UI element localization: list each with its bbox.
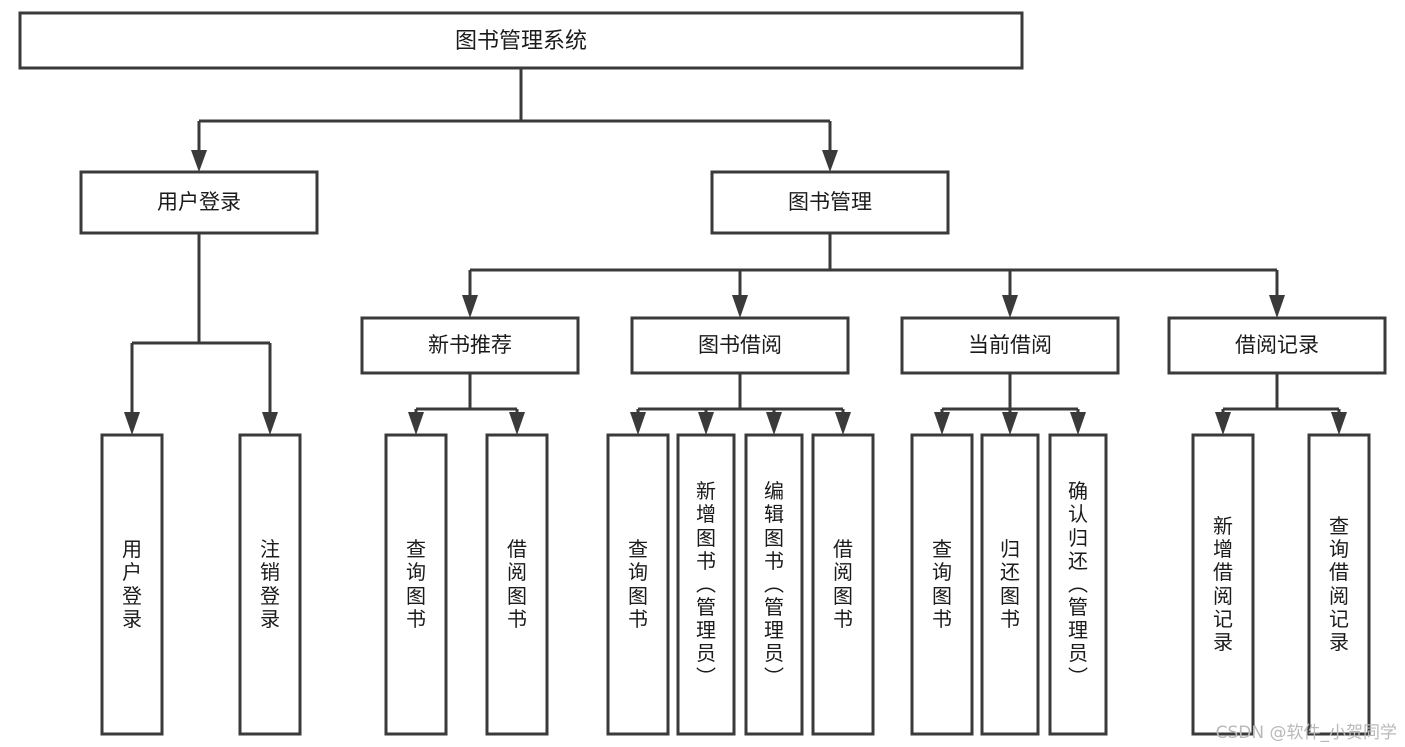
arrowhead-book-manage	[822, 150, 838, 172]
node-leaf-query-book-2-box[interactable]	[606, 433, 670, 736]
node-book-manage[interactable]: 图书管理	[710, 170, 950, 235]
leaf-box-layer	[100, 433, 1371, 736]
arrowhead-leaf-query-book-2	[630, 412, 646, 435]
arrowhead-leaf-edit-book	[766, 412, 782, 435]
node-leaf-user-login-box[interactable]	[100, 433, 164, 736]
node-book-borrow[interactable]: 图书借阅	[630, 316, 850, 375]
arrowhead-leaf-return-book	[1002, 412, 1018, 435]
arrowhead-leaf-add-book	[698, 412, 714, 435]
node-leaf-add-record-box[interactable]	[1191, 433, 1255, 736]
node-current-borrow-box[interactable]	[900, 316, 1120, 375]
node-root-label: 图书管理系统	[455, 29, 587, 54]
node-current-borrow-label: 当前借阅	[968, 333, 1052, 357]
arrowhead-leaf-query-record	[1331, 412, 1347, 435]
node-leaf-query-record-box[interactable]	[1307, 433, 1371, 736]
node-leaf-add-book-box[interactable]	[676, 433, 736, 736]
arrowhead-leaf-borrow-book-2	[835, 412, 851, 435]
node-book-manage-label: 图书管理	[788, 190, 872, 214]
node-user-login-label: 用户登录	[157, 190, 241, 214]
node-book-borrow-label: 图书借阅	[698, 333, 782, 357]
watermark-text: CSDN @软件_小贺同学	[1215, 723, 1397, 743]
arrowhead-leaf-logout-login	[262, 412, 278, 435]
node-leaf-edit-book-box[interactable]	[744, 433, 804, 736]
node-root-box[interactable]	[18, 11, 1024, 70]
node-borrow-record-label: 借阅记录	[1235, 333, 1319, 357]
node-new-book-recommend-box[interactable]	[360, 316, 580, 375]
node-leaf-borrow-book-2-box[interactable]	[811, 433, 875, 736]
node-book-borrow-box[interactable]	[630, 316, 850, 375]
arrowhead-leaf-confirm-return	[1070, 412, 1086, 435]
node-leaf-confirm-return-box[interactable]	[1048, 433, 1108, 736]
arrowhead-borrow-record	[1269, 295, 1285, 318]
node-leaf-borrow-book-1-box[interactable]	[485, 433, 549, 736]
node-leaf-query-book-1-box[interactable]	[384, 433, 448, 736]
arrowhead-new-book-recommend	[462, 295, 478, 318]
node-leaf-return-book-box[interactable]	[980, 433, 1040, 736]
arrowhead-leaf-query-book-3	[934, 412, 950, 435]
node-current-borrow[interactable]: 当前借阅	[900, 316, 1120, 375]
arrowhead-leaf-user-login	[124, 412, 140, 435]
node-book-manage-box[interactable]	[710, 170, 950, 235]
node-borrow-record[interactable]: 借阅记录	[1167, 316, 1387, 375]
arrowhead-leaf-borrow-book-1	[509, 412, 525, 435]
node-user-login-box[interactable]	[79, 170, 319, 235]
arrowhead-leaf-query-book-1	[408, 412, 424, 435]
arrowhead-book-borrow	[732, 295, 748, 318]
arrowhead-leaf-add-record	[1215, 412, 1231, 435]
node-leaf-logout-login-box[interactable]	[238, 433, 302, 736]
connector-layer	[124, 68, 1347, 435]
node-leaf-query-book-3-box[interactable]	[910, 433, 974, 736]
node-user-login[interactable]: 用户登录	[79, 170, 319, 235]
node-borrow-record-box[interactable]	[1167, 316, 1387, 375]
node-root[interactable]: 图书管理系统	[18, 11, 1024, 70]
arrowhead-current-borrow	[1002, 295, 1018, 318]
node-new-book-recommend-label: 新书推荐	[428, 333, 512, 357]
node-new-book-recommend[interactable]: 新书推荐	[360, 316, 580, 375]
arrowhead-user-login	[191, 150, 207, 172]
